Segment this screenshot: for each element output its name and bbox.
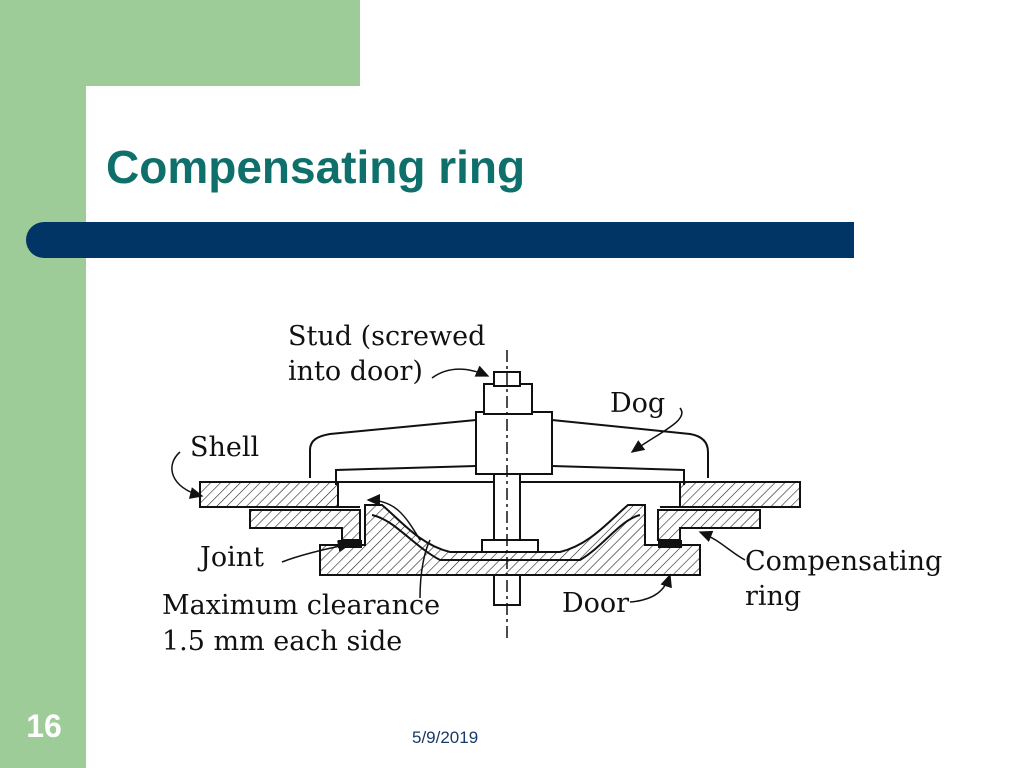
content-corner <box>86 86 386 226</box>
label-clearance-line1: Maximum clearance <box>162 590 440 621</box>
top-green-band <box>0 0 360 86</box>
slide-date: 5/9/2019 <box>412 728 479 747</box>
label-shell: Shell <box>190 432 259 463</box>
label-compensating-ring-line1: Compensating <box>745 546 942 577</box>
slide-title: Compensating ring <box>106 141 526 193</box>
shell-plate <box>199 481 801 508</box>
stud-assembly <box>475 350 553 640</box>
slide-page-number: 16 <box>26 708 62 744</box>
door-plate <box>319 504 701 576</box>
label-door: Door <box>562 588 629 619</box>
label-stud-line2: into door) <box>288 356 423 387</box>
label-joint: Joint <box>197 542 264 573</box>
label-dog: Dog <box>610 388 665 419</box>
label-clearance-line2: 1.5 mm each side <box>162 626 402 657</box>
leader-lines <box>171 365 746 603</box>
label-stud-line1: Stud (screwed <box>288 321 485 352</box>
label-compensating-ring-line2: ring <box>745 581 801 612</box>
sidebar-green-bar <box>0 0 86 768</box>
compensating-ring-diagram: Stud (screwed into door) Dog Shell Joint… <box>162 321 942 657</box>
title-underline-bar <box>26 222 854 258</box>
